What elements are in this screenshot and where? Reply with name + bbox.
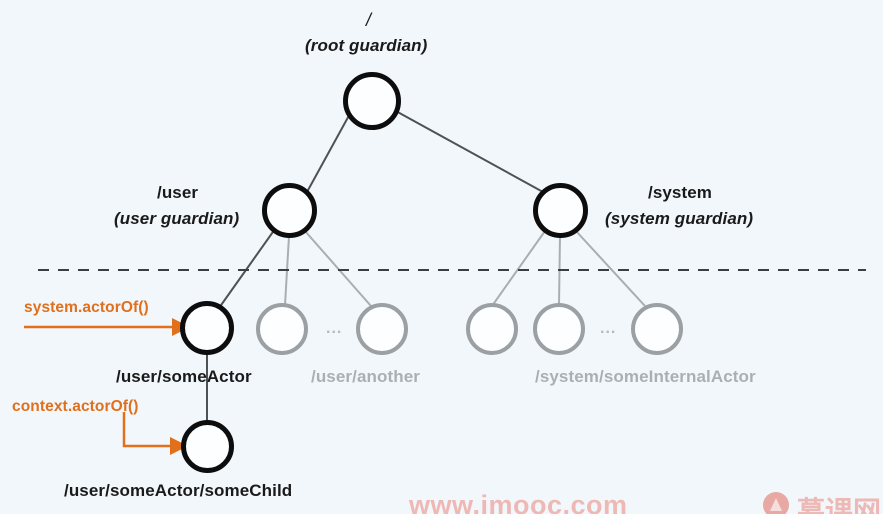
- label-user-path: /user: [157, 183, 199, 202]
- watermark-brand: 慕课网: [797, 496, 882, 514]
- label-system-caption: (system guardian): [605, 209, 754, 228]
- annotation-context-actorof: context.actorOf(): [12, 398, 139, 415]
- annotation-system-actorof: system.actorOf(): [24, 299, 149, 316]
- node-user-child-b[interactable]: [356, 303, 408, 355]
- node-system-child-c[interactable]: [631, 303, 683, 355]
- label-root-path: /: [366, 10, 372, 30]
- node-some-actor[interactable]: [180, 301, 234, 355]
- edge-system-to-child-a: [491, 230, 546, 307]
- label-internal-actor-path: /system/someInternalActor: [535, 367, 756, 386]
- node-system-child-a[interactable]: [466, 303, 518, 355]
- watermark-logo-icon: [763, 492, 789, 514]
- node-root-guardian[interactable]: [343, 72, 401, 130]
- ellipsis-system-children: ...: [600, 320, 617, 337]
- label-root-caption: (root guardian): [305, 36, 428, 55]
- watermark-url: www.imooc.com: [409, 490, 628, 514]
- arrow-context-actorof-shaft: [122, 412, 170, 448]
- node-user-guardian[interactable]: [262, 183, 317, 238]
- edge-root-to-system: [393, 109, 544, 193]
- edge-root-to-user: [306, 109, 353, 193]
- label-another-path: /user/another: [311, 367, 420, 386]
- node-user-child-a[interactable]: [256, 303, 308, 355]
- arrow-context-actorof-head: [170, 437, 188, 455]
- ellipsis-user-children: ...: [326, 320, 343, 337]
- edge-system-to-child-c: [575, 230, 646, 307]
- label-some-actor-path: /user/someActor: [116, 367, 252, 386]
- edge-user-to-child-b: [304, 230, 372, 307]
- edge-user-to-someactor: [218, 228, 276, 309]
- node-system-guardian[interactable]: [533, 183, 588, 238]
- label-some-child-path: /user/someActor/someChild: [64, 481, 293, 500]
- node-system-child-b[interactable]: [533, 303, 585, 355]
- label-user-caption: (user guardian): [114, 209, 240, 228]
- label-system-path: /system: [648, 183, 713, 202]
- node-some-child[interactable]: [181, 420, 234, 473]
